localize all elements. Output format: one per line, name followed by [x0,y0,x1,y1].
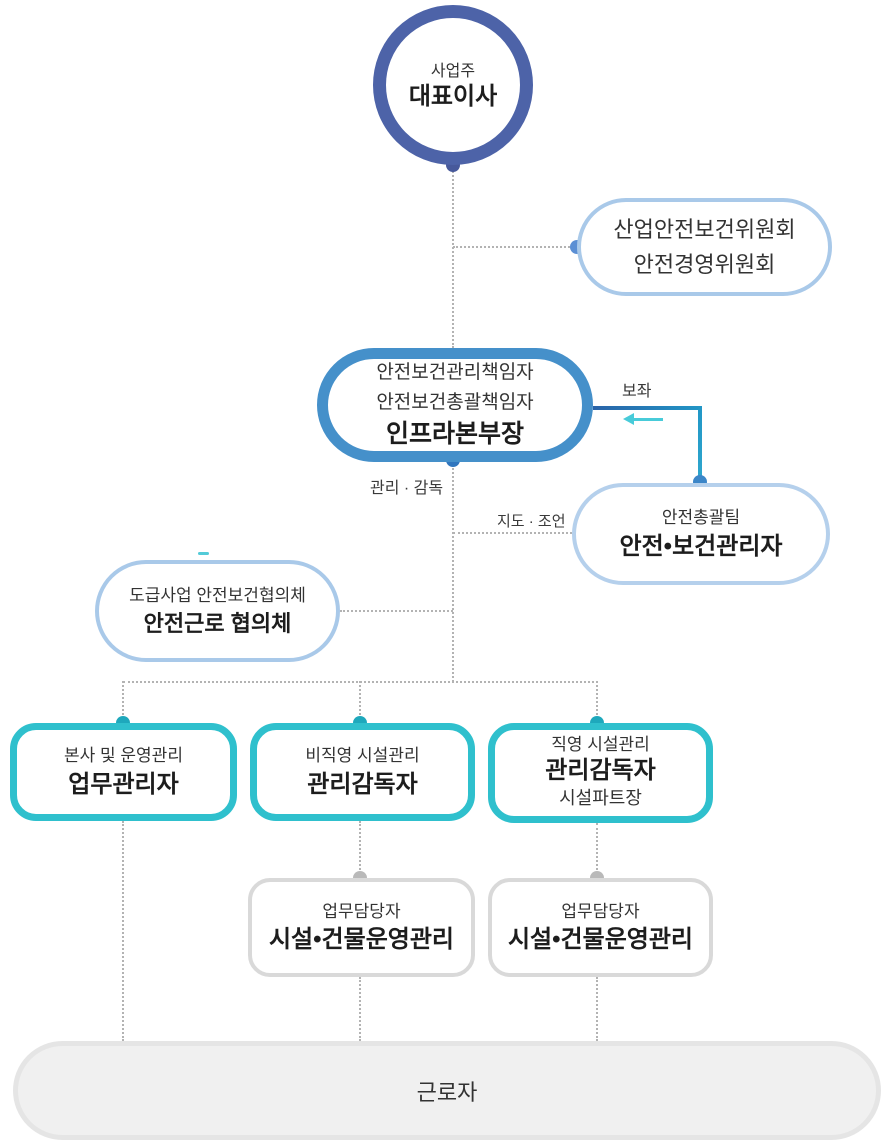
node-committee: 산업안전보건위원회 안전경영위원회 [577,198,832,296]
node-dept-outsourced: 비직영 시설관리 관리감독자 [250,723,475,821]
dept-outsourced-title: 관리감독자 [307,770,418,798]
staff-left-subtitle: 업무담당자 [322,901,401,921]
node-staff-right: 업무담당자 시설•건물운영관리 [488,878,713,977]
manager-title: 인프라본부장 [385,419,524,448]
dept-direct-subtitle: 직영 시설관리 [551,735,650,755]
node-dept-direct: 직영 시설관리 관리감독자 시설파트장 [488,723,713,823]
connector-staff-right-to-workers [596,977,598,1041]
staff-right-title: 시설•건물운영관리 [507,926,694,954]
connector-guidance [453,532,572,534]
dept-hq-title: 업무관리자 [68,770,179,798]
connector-to-council [340,610,453,612]
node-ceo: 사업주 대표이사 [373,5,533,165]
safety-team-title: 안전•보건관리자 [619,532,783,560]
connector-dept-outsourced-to-staff [359,821,361,878]
connector-dept-direct-to-staff [596,823,598,878]
connector-ceo-to-manager [452,168,454,348]
committee-line1: 산업안전보건위원회 [613,216,796,242]
assist-line-vertical [698,406,702,478]
node-dept-hq: 본사 및 운영관리 업무관리자 [10,723,237,821]
node-council: 도급사업 안전보건협의체 안전근로 협의체 [95,560,340,662]
committee-line2: 안전경영위원회 [633,252,776,277]
teal-dash-mark [198,552,209,555]
ceo-subtitle: 사업주 [430,62,476,80]
council-title: 안전근로 협의체 [143,610,292,636]
manager-line1: 안전보건관리책임자 [376,362,534,384]
dept-direct-extra: 시설파트장 [559,788,642,809]
supervise-label: 관리 · 감독 [370,480,444,497]
council-subtitle: 도급사업 안전보건협의체 [129,586,306,606]
node-workers: 근로자 [13,1041,881,1140]
node-safety-team: 안전총괄팀 안전•보건관리자 [572,483,830,585]
assist-arrow-shaft [633,418,663,421]
node-staff-left: 업무담당자 시설•건물운영관리 [248,878,475,977]
connector-stub-dept-hq [122,681,124,723]
node-manager: 안전보건관리책임자 안전보건총괄책임자 인프라본부장 [317,348,593,462]
connector-stub-dept-direct [596,681,598,723]
dept-outsourced-subtitle: 비직영 시설관리 [305,746,420,766]
staff-left-title: 시설•건물운영관리 [268,926,455,954]
connector-to-committee [453,246,577,248]
connector-stub-dept-outsourced [359,681,361,723]
safety-team-subtitle: 안전총괄팀 [661,508,741,528]
dept-hq-subtitle: 본사 및 운영관리 [64,746,183,766]
workers-title: 근로자 [416,1079,478,1105]
dept-direct-title: 관리감독자 [545,757,656,785]
staff-right-subtitle: 업무담당자 [561,901,640,921]
ceo-title: 대표이사 [408,82,498,110]
assist-label: 보좌 [622,383,652,400]
guidance-label: 지도 · 조언 [497,513,566,530]
connector-manager-down [452,468,454,682]
manager-line2: 안전보건총괄책임자 [376,391,534,413]
connector-dept-hq-to-workers [122,821,124,1041]
assist-arrow-icon [623,413,634,425]
connector-staff-left-to-workers [359,977,361,1041]
assist-line-horizontal [593,406,702,410]
